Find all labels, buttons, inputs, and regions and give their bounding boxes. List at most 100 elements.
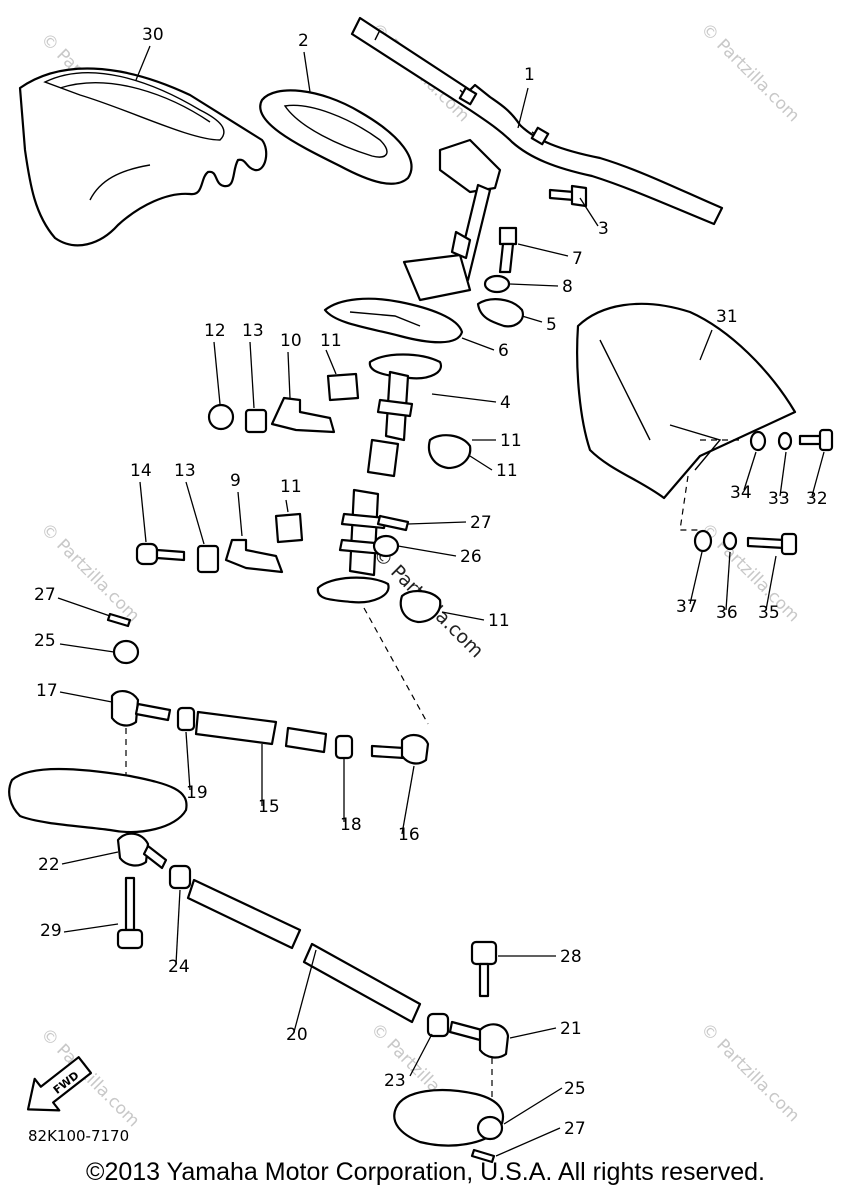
callout-36: 36	[716, 603, 738, 623]
part-pin-27a	[376, 514, 410, 532]
callout-11: 11	[280, 477, 302, 497]
callout-leader-4	[431, 393, 497, 403]
part-bracket-9	[224, 538, 284, 574]
callout-leader-24	[175, 889, 181, 965]
callout-11: 11	[320, 331, 342, 351]
callout-leader-27	[57, 597, 111, 617]
callout-leader-16	[401, 765, 415, 835]
part-bushings-11	[274, 372, 472, 624]
callout-leader-2	[303, 51, 311, 93]
copyright-notice: ©2013 Yamaha Motor Corporation, U.S.A. A…	[86, 1158, 765, 1186]
part-handle-cover	[18, 67, 268, 247]
drawing-code: 82K100-7170	[28, 1127, 130, 1145]
callout-leader-32	[811, 451, 825, 497]
callout-13: 13	[242, 321, 264, 341]
part-nut-25a	[112, 639, 140, 665]
part-bolt-3	[548, 184, 588, 208]
part-washer-36	[722, 531, 738, 551]
part-bracket-10	[270, 396, 336, 434]
callout-leader-31	[699, 329, 713, 361]
callout-24: 24	[168, 957, 190, 977]
callout-leader-5	[521, 315, 543, 323]
callout-23: 23	[384, 1071, 406, 1091]
callout-31: 31	[716, 307, 738, 327]
callout-33: 33	[768, 489, 790, 509]
callout-leader-26	[397, 545, 457, 557]
watermark: © Partzilla.com	[696, 19, 803, 126]
part-pin-27b	[106, 612, 132, 628]
callout-8: 8	[562, 277, 573, 297]
watermark: © Partzilla.com	[696, 1019, 803, 1126]
callout-leader-11	[285, 499, 289, 513]
part-nut-24	[168, 864, 192, 890]
part-ball-joint-17	[110, 690, 172, 727]
watermark: © Partzilla.com	[36, 519, 143, 626]
callout-leader-29	[63, 923, 119, 933]
part-nut-25b	[476, 1115, 504, 1141]
callout-27: 27	[470, 513, 492, 533]
callout-29: 29	[40, 921, 62, 941]
part-rod-15	[194, 710, 278, 746]
callout-3: 3	[598, 219, 609, 239]
callout-leader-1	[517, 87, 529, 129]
callout-leader-20	[293, 949, 317, 1033]
part-handlebar	[350, 16, 724, 226]
callout-20: 20	[286, 1025, 308, 1045]
callout-17: 17	[36, 681, 58, 701]
callout-leader-37	[689, 551, 703, 605]
callout-leader-10	[287, 351, 291, 399]
part-washer-33	[777, 431, 793, 451]
callout-19: 19	[186, 783, 208, 803]
part-rod-15b	[284, 726, 328, 754]
callout-leader-7	[517, 243, 569, 257]
callout-9: 9	[230, 471, 241, 491]
part-bolt-28	[470, 940, 498, 998]
part-pin-27c	[470, 1148, 496, 1164]
callout-30: 30	[142, 25, 164, 45]
part-nut-18	[334, 734, 354, 760]
part-ball-joint-22	[116, 832, 168, 870]
callout-leader-36	[725, 551, 731, 611]
part-cap-12	[207, 403, 235, 431]
callout-leader-30	[135, 45, 151, 81]
callout-leader-34	[743, 451, 757, 491]
part-ball-joint-21	[448, 1020, 510, 1059]
callout-22: 22	[38, 855, 60, 875]
part-nut-23	[426, 1012, 450, 1038]
part-bolt-32	[798, 428, 834, 452]
callout-4: 4	[500, 393, 511, 413]
callout-leader-11	[469, 455, 493, 471]
callout-leader-21	[509, 1027, 557, 1039]
callout-16: 16	[398, 825, 420, 845]
callout-35: 35	[758, 603, 780, 623]
part-rod-20b	[302, 942, 422, 1024]
callout-6: 6	[498, 341, 509, 361]
callout-15: 15	[258, 797, 280, 817]
callout-27: 27	[564, 1119, 586, 1139]
callout-leader-14	[139, 481, 147, 543]
callout-leader-3	[579, 197, 599, 227]
part-rod-20a	[186, 878, 302, 950]
callout-25: 25	[34, 631, 56, 651]
callout-26: 26	[460, 547, 482, 567]
callout-7: 7	[572, 249, 583, 269]
part-pad	[259, 89, 413, 185]
callout-leader-6	[461, 337, 495, 351]
callout-34: 34	[730, 483, 752, 503]
callout-leader-11	[325, 349, 337, 375]
part-clamp-5	[476, 298, 524, 328]
callout-leader-22	[61, 851, 119, 865]
part-steering-column	[402, 138, 502, 302]
callout-5: 5	[546, 315, 557, 335]
part-plate-6	[323, 297, 464, 344]
callout-21: 21	[560, 1019, 582, 1039]
callout-2: 2	[298, 31, 309, 51]
callout-leader-19	[185, 731, 191, 791]
part-bolt-29	[116, 876, 144, 950]
callout-14: 14	[130, 461, 152, 481]
callout-leader-25	[59, 643, 115, 653]
callout-leader-8	[509, 283, 559, 287]
callout-25: 25	[564, 1079, 586, 1099]
